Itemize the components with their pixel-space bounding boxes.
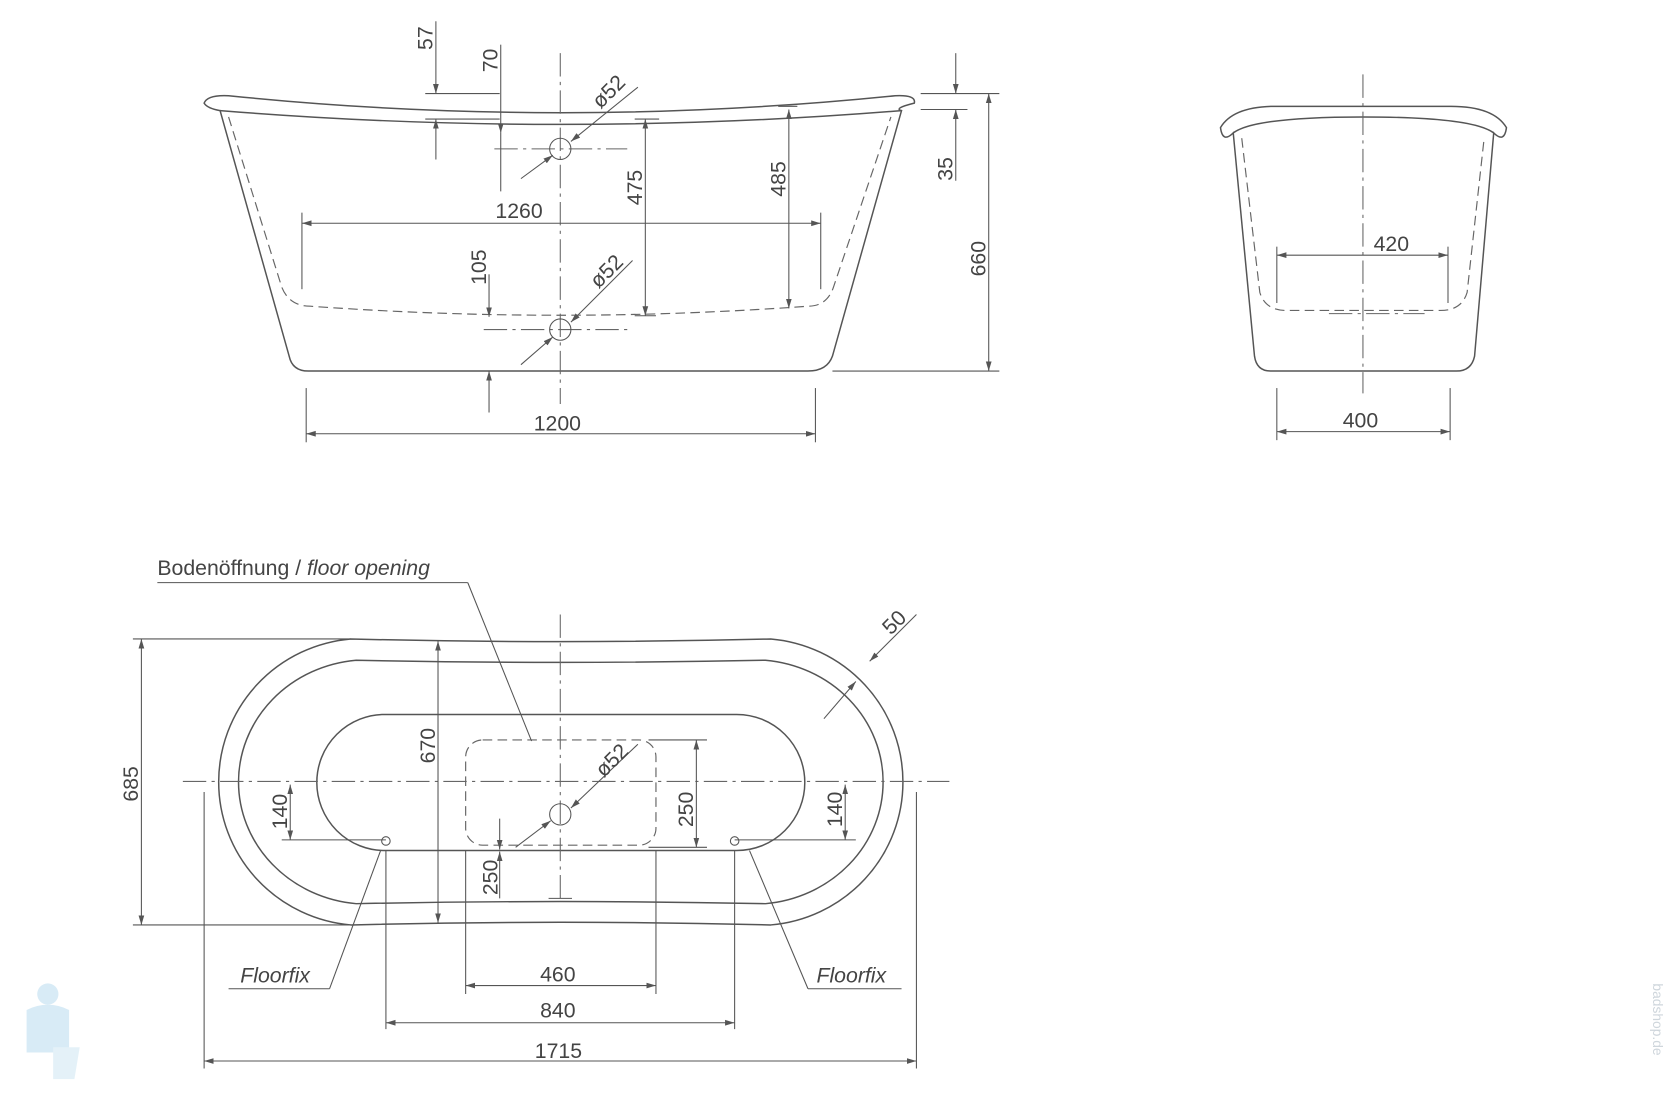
dim-1260: 1260 — [495, 199, 542, 223]
dim-670: 670 — [416, 728, 440, 763]
dim-840: 840 — [540, 998, 575, 1022]
dim-460: 460 — [540, 962, 575, 986]
plumber-logo — [26, 983, 80, 1080]
dim-105: 105 — [467, 249, 491, 284]
dim-475: 475 — [623, 170, 647, 205]
floorfix-right-label: Floorfix — [816, 963, 887, 987]
end-elevation-view: 420 400 — [1219, 74, 1508, 441]
dim-1200: 1200 — [534, 412, 581, 436]
floorfix-left-label: Floorfix — [240, 963, 311, 987]
dim-70: 70 — [479, 49, 503, 73]
floor-opening-label-de: Bodenöffnung / — [157, 556, 301, 580]
dim-140-left: 140 — [268, 794, 292, 829]
dim-685: 685 — [119, 766, 143, 801]
dim-1715: 1715 — [535, 1039, 582, 1063]
plan-view: Bodenöffnung / floor opening 50 685 670 … — [119, 556, 950, 1069]
dim-drain-plan: ø52 — [590, 739, 633, 782]
dim-420: 420 — [1374, 232, 1409, 256]
dim-485: 485 — [767, 161, 791, 196]
watermark: badshop.de — [1650, 983, 1666, 1056]
dim-57: 57 — [414, 26, 438, 50]
dim-drain-bottom: ø52 — [585, 250, 628, 293]
dim-400: 400 — [1343, 408, 1378, 432]
dim-660: 660 — [967, 241, 991, 276]
dim-35: 35 — [934, 157, 958, 181]
floor-opening-label: Bodenöffnung / floor opening — [157, 556, 430, 580]
floor-opening-label-en: floor opening — [307, 556, 430, 580]
dim-50: 50 — [877, 606, 911, 640]
dim-250-right: 250 — [674, 792, 698, 827]
dim-drain-top: ø52 — [587, 70, 630, 113]
dim-140-right: 140 — [823, 792, 847, 827]
dim-250-left: 250 — [479, 860, 503, 895]
side-elevation-view: 57 70 ø52 1260 475 485 35 660 105 ø52 12… — [203, 21, 1000, 443]
